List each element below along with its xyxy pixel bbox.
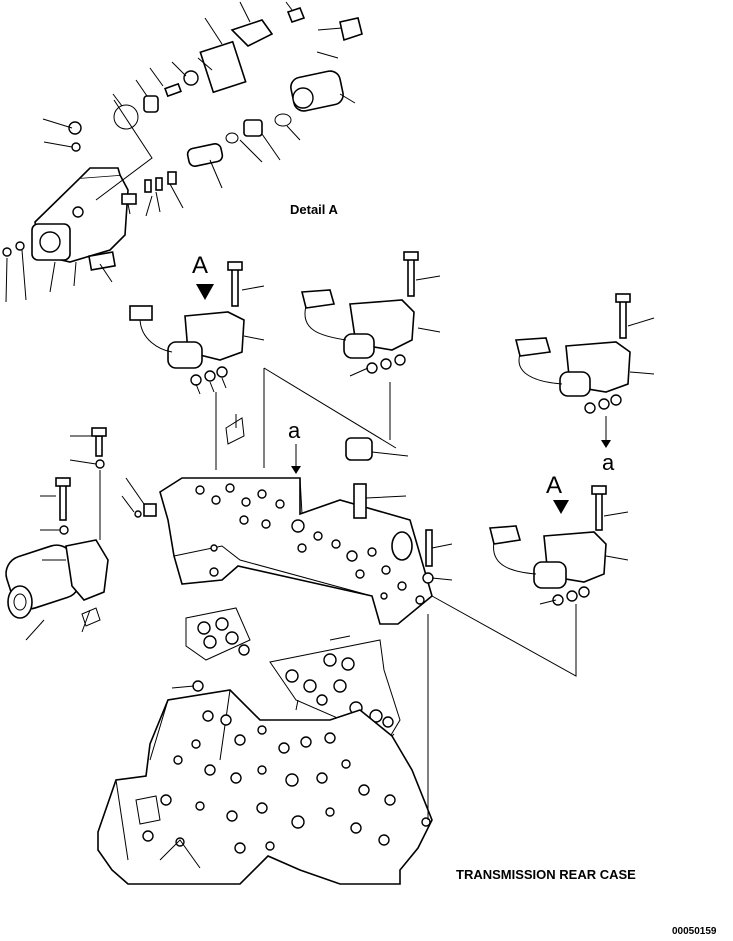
connector-line-4 [431, 595, 577, 677]
solenoid-valve-3 [514, 293, 655, 448]
solenoid-nut [243, 119, 263, 137]
connector-plug [339, 17, 363, 42]
o-ring-large [113, 104, 139, 130]
valve-port [39, 231, 61, 253]
pin-2 [155, 177, 163, 191]
callout-a-right: a [602, 450, 615, 475]
transmission-rear-case [97, 689, 433, 885]
solenoid-end [292, 87, 314, 109]
o-ring-mid [225, 132, 239, 144]
plunger [186, 142, 224, 168]
plug-cap [345, 437, 373, 461]
pin-3 [167, 171, 177, 185]
control-valve-plate [159, 437, 453, 625]
solenoid-valve-2 [300, 251, 441, 377]
spring-small [121, 193, 137, 205]
case-holes [142, 710, 431, 854]
cover-plate [199, 40, 247, 94]
spool-sleeve [143, 95, 159, 113]
bolt-head [68, 121, 82, 135]
arrow-A-1 [196, 284, 214, 300]
nut-left-1 [2, 247, 12, 257]
bracket [230, 19, 274, 47]
connector-line-1 [263, 367, 397, 468]
connector-line-6 [225, 417, 245, 445]
valve-body-top [79, 167, 121, 179]
retainer [183, 70, 199, 86]
left-solenoid [5, 427, 157, 641]
name-plate [88, 251, 116, 271]
spring [164, 82, 182, 98]
clip [286, 7, 306, 23]
detail-a-label: Detail A [290, 202, 338, 217]
callout-a-left: a [288, 418, 301, 443]
o-ring-small [274, 113, 292, 127]
nut-left-2 [15, 241, 25, 251]
plug-pin [353, 483, 367, 519]
gaskets [171, 607, 401, 741]
solenoid-valve-1 [129, 261, 265, 395]
washer [71, 142, 81, 152]
pin-1 [144, 179, 152, 193]
detail-a-assembly [2, 1, 363, 303]
callout-A-upper: A [192, 252, 209, 279]
drawing-number: 00050159 [672, 926, 717, 937]
solenoid-valve-4 [488, 485, 629, 606]
callout-A-lower: A [546, 472, 563, 499]
transmission-rear-case-label: TRANSMISSION REAR CASE [456, 867, 636, 882]
plate-holes [195, 483, 425, 605]
